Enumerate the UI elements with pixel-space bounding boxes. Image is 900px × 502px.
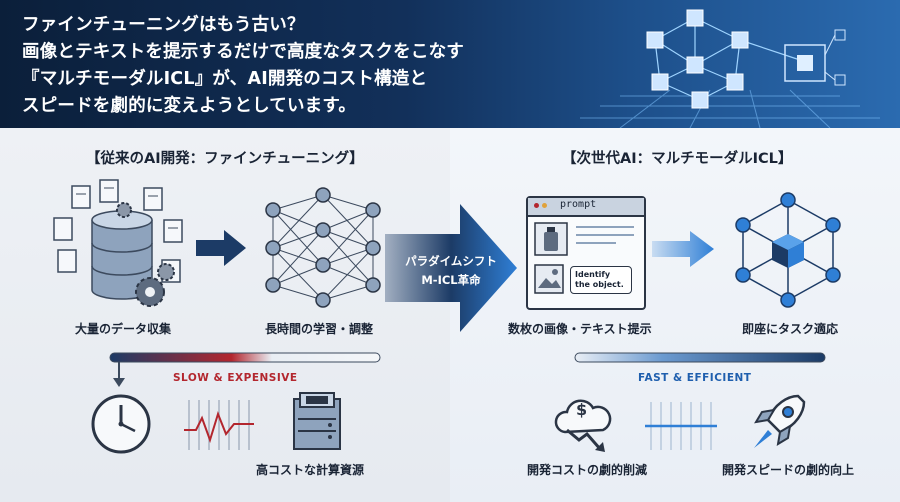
prompt-window: prompt Identify the object. [526, 196, 646, 310]
data-collection-caption: 大量のデータ収集 [75, 322, 172, 336]
paradigm-shift-arrow [385, 204, 517, 332]
arrow-right-icon [196, 230, 246, 266]
bottle-image-icon [534, 222, 568, 256]
speed-up-caption: 開発スピードの劇的向上 [722, 463, 855, 477]
training-caption: 長時間の学習・調整 [265, 322, 374, 336]
rocket-icon [754, 394, 806, 448]
next-gen-panel [450, 128, 900, 502]
next-gen-title: 【次世代AI：マルチモーダルICL】 [562, 151, 793, 167]
prompt-window-title: prompt [560, 199, 597, 210]
database-icon [53, 179, 183, 307]
paradigm-shift-label: パラダイムシフト M-ICL革命 [405, 254, 497, 287]
window-dot-icon [542, 203, 547, 208]
clock-icon [91, 394, 151, 454]
compute-resource-caption: 高コストな計算資源 [256, 463, 365, 477]
fast-label: FAST & EFFICIENT [638, 372, 752, 384]
arrow-right-icon [652, 231, 714, 267]
header-banner [0, 0, 900, 129]
down-arrow-icon [113, 362, 125, 387]
cost-reduction-caption: 開発コストの劇的削減 [527, 463, 648, 477]
signal-waveform-icon [184, 400, 254, 450]
server-chip-icon [293, 392, 341, 450]
window-dot-icon [534, 203, 539, 208]
headline: ファインチューニングはもう古い？ 画像とテキストを提示するだけで高度なタスクをこ… [22, 15, 464, 116]
landscape-image-icon [534, 264, 564, 294]
fast-progress-bar [574, 352, 826, 363]
neural-network-icon [265, 187, 381, 308]
instant-adaptation-caption: 即座にタスク適応 [742, 322, 839, 336]
prompt-text-lines [576, 226, 634, 244]
prompt-window-titlebar: prompt [528, 198, 644, 217]
dollar-sign: $ [576, 400, 588, 419]
traditional-title: 【従来のAI開発：ファインチューニング】 [86, 151, 364, 167]
few-shot-caption: 数枚の画像・テキスト提示 [508, 322, 652, 336]
cost-reduction-icon [554, 399, 612, 452]
slow-label: SLOW & EXPENSIVE [173, 372, 298, 384]
network-cube-illustration [580, 9, 880, 129]
signal-waveform-icon [645, 402, 717, 450]
instant-network-icon [735, 192, 841, 308]
prompt-speech-bubble: Identify the object. [570, 266, 632, 294]
slow-progress-bar [109, 352, 381, 363]
